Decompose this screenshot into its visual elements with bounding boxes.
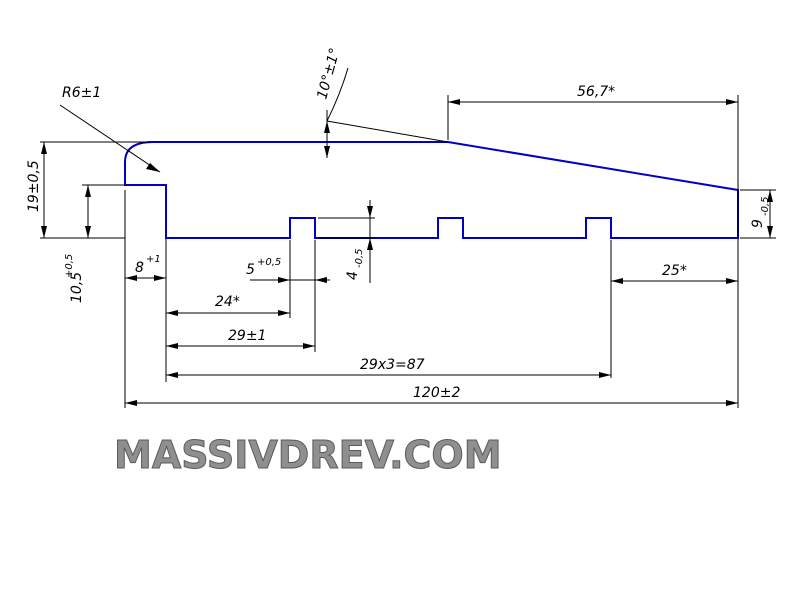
profile-outline	[124, 141, 739, 239]
label-end-length: 25*	[662, 263, 687, 279]
label-height-total: 19±0,5	[26, 160, 42, 212]
label-slope-length: 56,7*	[577, 84, 615, 100]
label-first-groove: 24*	[215, 294, 240, 310]
label-end-height: 9	[750, 219, 766, 228]
label-groove-width: 5	[246, 262, 255, 278]
label-total-width: 120±2	[413, 385, 460, 401]
label-height-lower: 10,5	[69, 272, 85, 303]
label-step: 8	[135, 260, 144, 276]
label-step-tol: +1	[146, 254, 161, 265]
label-end-height-tol: -0,5	[760, 196, 771, 216]
watermark-text: MASSIVDREV.COM	[114, 433, 502, 477]
label-groove-depth: 4	[345, 271, 361, 280]
label-groove-pitch: 29±1	[228, 328, 266, 344]
dimension-labels: R6±1 10°±1° 56,7* 19±0,5 10,5 +0,5 8 +1 …	[26, 46, 771, 401]
arrowheads	[41, 99, 773, 406]
label-groove-depth-tol: -0,5	[354, 248, 365, 268]
label-radius: R6±1	[62, 85, 101, 101]
label-pitch-total: 29x3=87	[360, 357, 425, 373]
label-height-lower-tol: +0,5	[64, 254, 75, 278]
dimension-lines	[43, 67, 771, 404]
label-groove-width-tol: +0,5	[257, 257, 281, 268]
